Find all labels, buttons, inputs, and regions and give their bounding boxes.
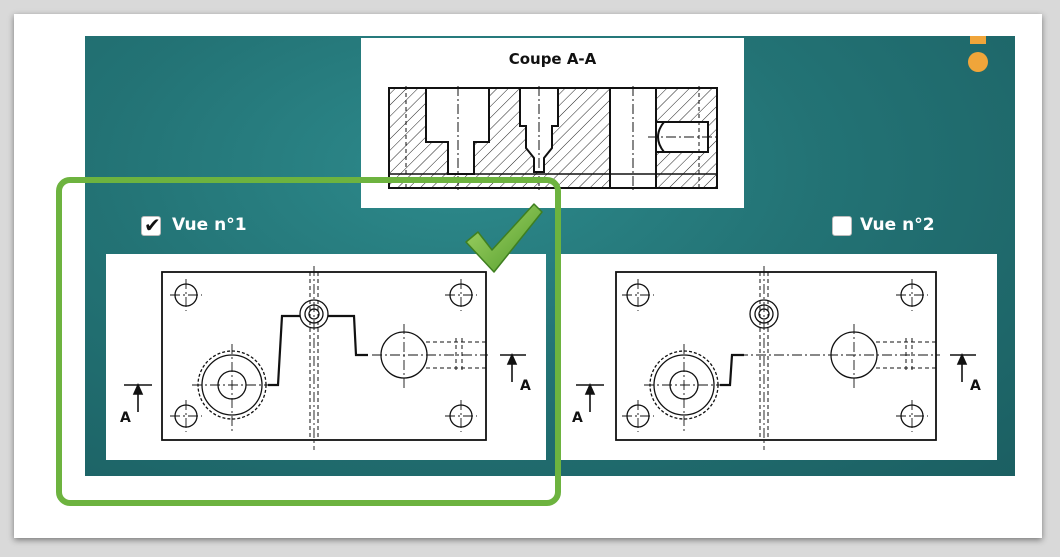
selection-frame: [56, 177, 561, 506]
section-panel: Coupe A-A: [361, 38, 744, 208]
checkbox-view-2[interactable]: [832, 216, 852, 236]
view-2-label: Vue n°2: [860, 215, 935, 235]
view-1-drawing: A A: [120, 266, 531, 450]
checkbox-view-1[interactable]: ✔: [141, 213, 161, 237]
view-1-panel[interactable]: A A: [106, 254, 546, 460]
orange-dot: [968, 52, 988, 72]
checkbox-check-icon: ✔: [144, 213, 161, 237]
section-mark-right: A: [970, 378, 981, 394]
view-2-panel[interactable]: A A: [560, 254, 997, 460]
orange-dot-icon[interactable]: [968, 36, 992, 76]
section-drawing: [388, 86, 718, 190]
section-mark-right: A: [520, 378, 531, 394]
orange-bar: [970, 36, 986, 44]
section-title: Coupe A-A: [508, 50, 597, 68]
section-mark-left: A: [120, 410, 131, 426]
view-2-drawing: A A: [572, 266, 981, 450]
checkmark-icon: [465, 203, 543, 273]
section-mark-left: A: [572, 410, 583, 426]
view-1-label: Vue n°1: [172, 215, 247, 235]
